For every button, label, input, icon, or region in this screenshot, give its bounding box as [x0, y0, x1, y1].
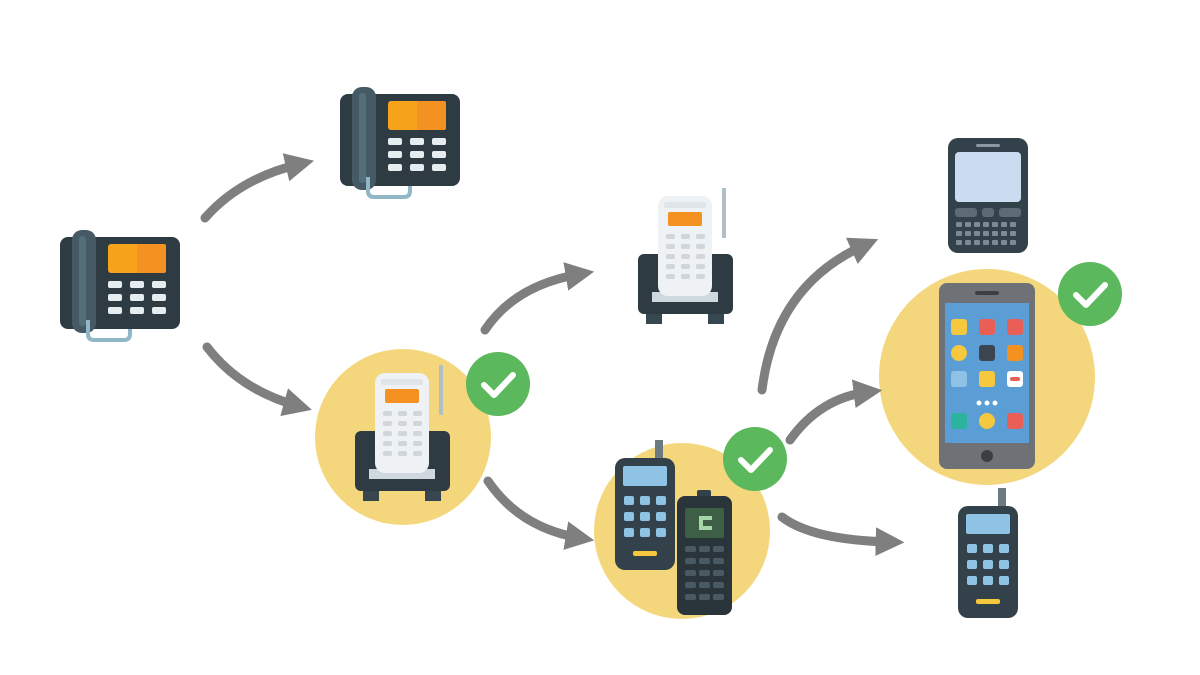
- qwerty-phone-icon: [948, 138, 1028, 253]
- check-badge-smartphone: [1058, 262, 1122, 326]
- arrows: [200, 153, 905, 557]
- mobile-phone-end-icon: [958, 488, 1018, 618]
- dark-phone-icon: [677, 490, 732, 615]
- smartphone-icon: [939, 283, 1035, 469]
- arrow-mobile-to-qwerty: [757, 237, 879, 395]
- arrow-desk-to-desk: [200, 153, 315, 223]
- arrow-mobile-to-feature: [777, 512, 905, 557]
- arrow-cordless-to-cordless: [480, 262, 595, 335]
- desk-phone-end-icon: [340, 87, 460, 197]
- arrow-mobile-to-smartphone: [785, 379, 883, 445]
- mobile-phone-left-icon: [615, 440, 675, 570]
- cordless-phone-end-icon: [638, 188, 733, 324]
- check-badge-mobile: [723, 427, 787, 491]
- check-badge-cordless: [466, 352, 530, 416]
- desk-phone-start-icon: [60, 230, 180, 340]
- arrow-cordless-to-mobile: [483, 476, 595, 550]
- arrow-desk-to-cordless: [202, 342, 312, 417]
